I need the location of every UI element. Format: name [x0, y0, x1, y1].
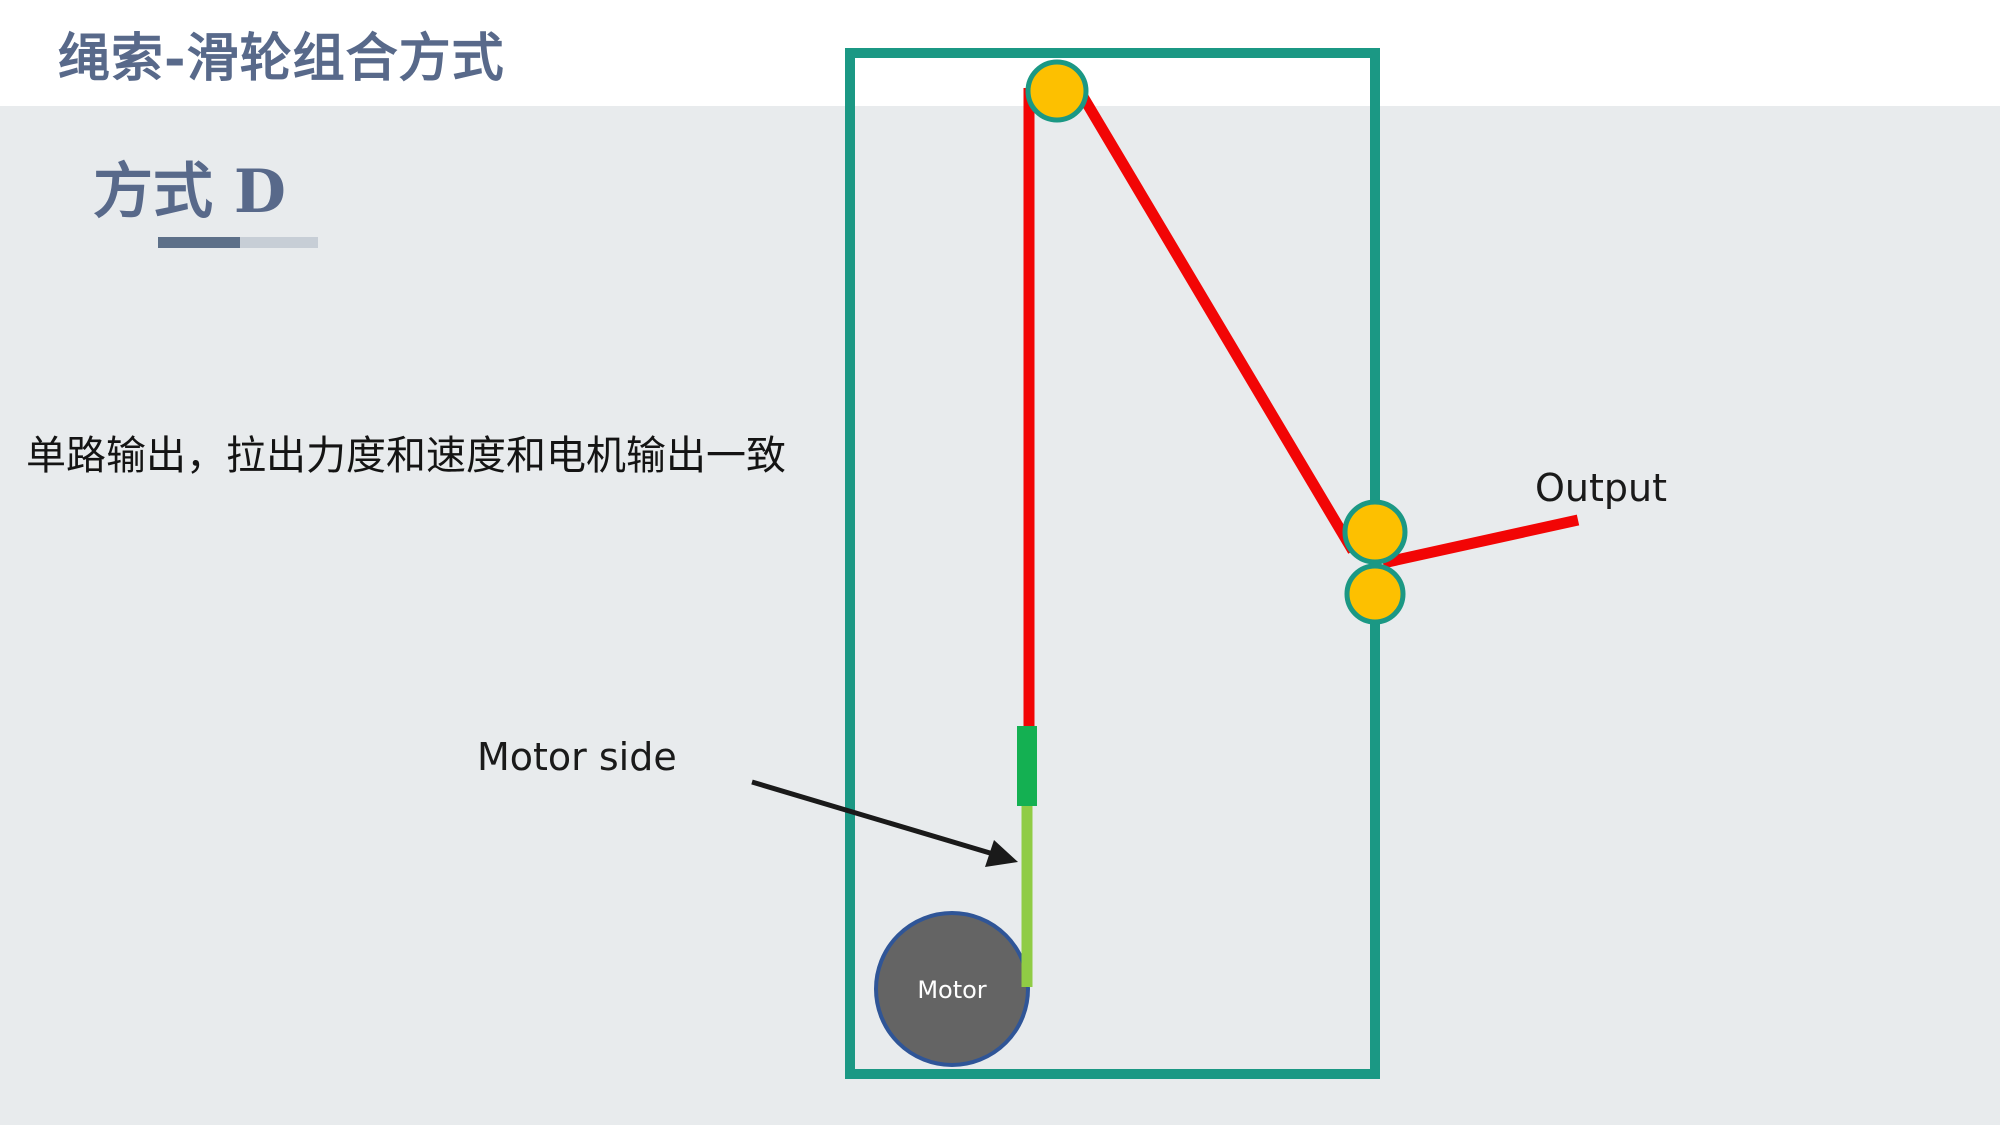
slide-title: 绳索-滑轮组合方式 — [58, 28, 505, 89]
annotation-arrowhead-icon — [985, 840, 1018, 867]
description-text: 单路输出，拉出力度和速度和电机输出一致 — [26, 433, 786, 479]
subtitle-underline-dark — [158, 237, 240, 248]
rope-output — [1381, 514, 1580, 569]
method-subtitle: 方式 D — [93, 157, 286, 227]
pulley-right-upper — [1342, 499, 1408, 565]
pulley-top — [1025, 59, 1089, 123]
annotation-arrow-line — [751, 779, 1001, 859]
motor-label: Motor — [917, 976, 987, 1004]
motor-circle — [874, 911, 1030, 1067]
subtitle-underline-light — [240, 237, 318, 248]
rope-diagonal — [1077, 92, 1358, 554]
motor-side-label: Motor side — [477, 735, 677, 779]
pulley-right-lower — [1344, 563, 1406, 625]
output-label: Output — [1535, 466, 1667, 510]
